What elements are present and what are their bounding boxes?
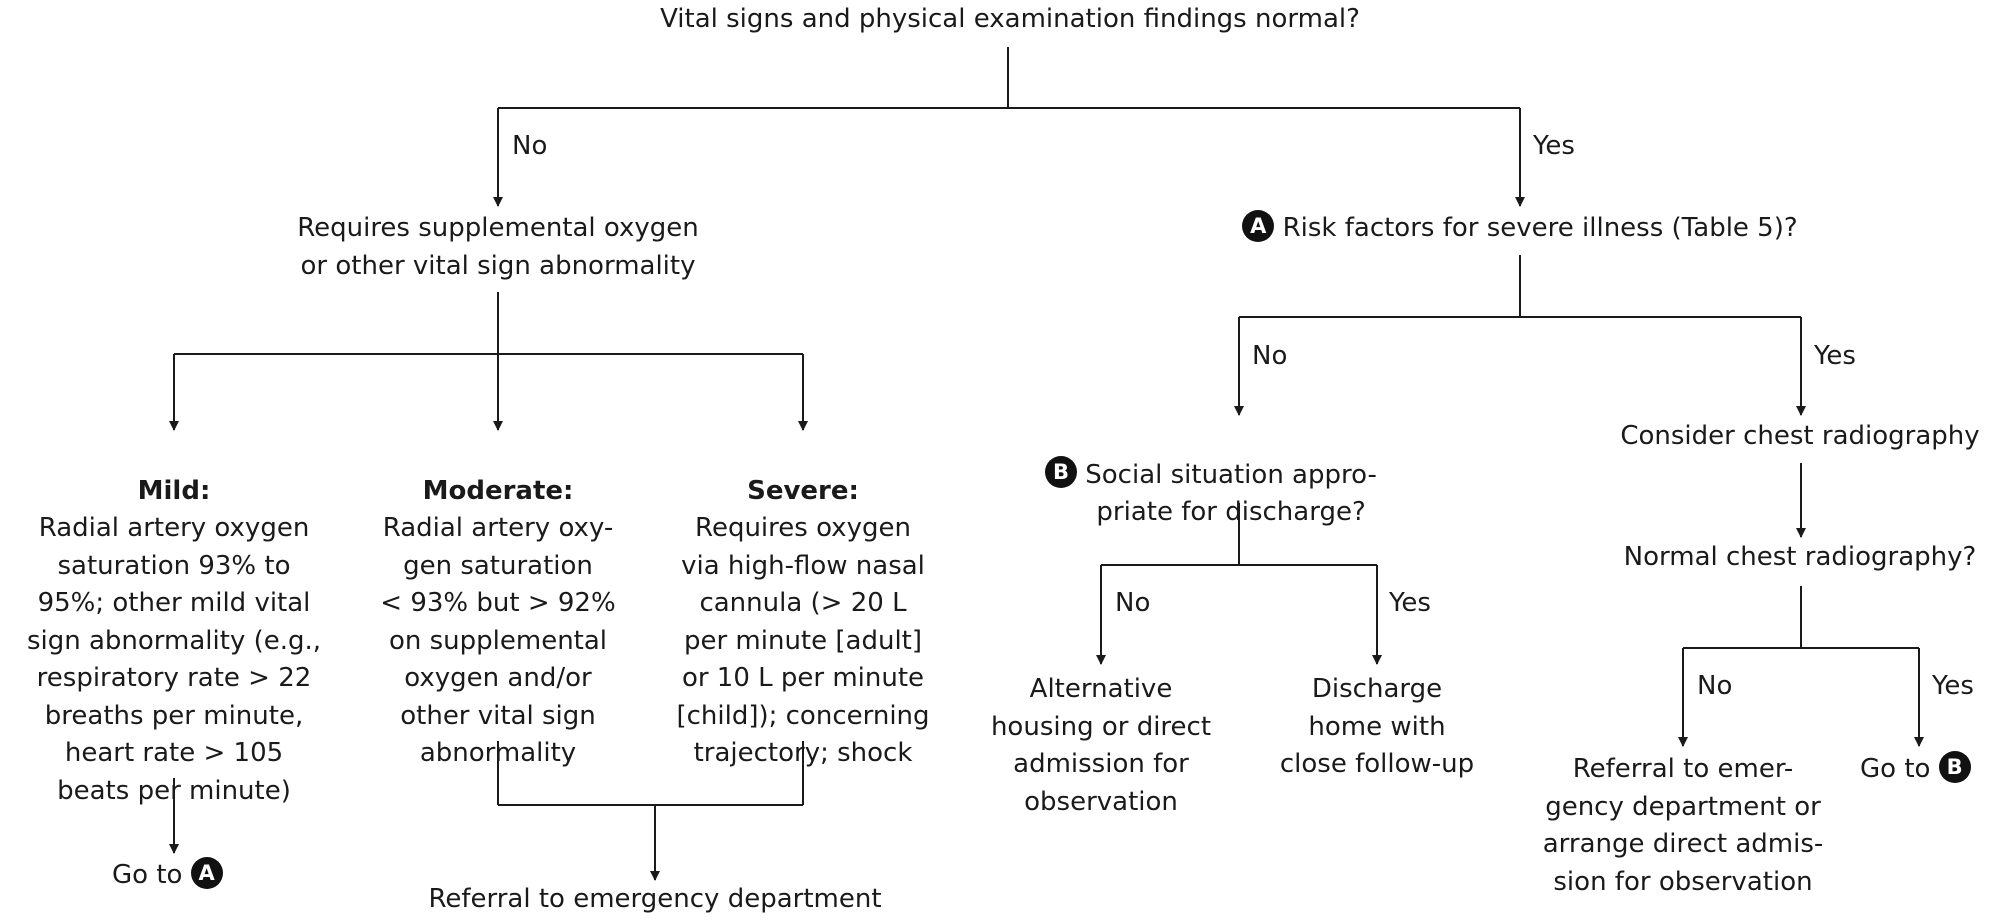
- badge-a-icon: A: [1242, 209, 1275, 242]
- referral-admission-node: Referral to emer- gency department or ar…: [1542, 754, 1824, 897]
- label-no-risk: No: [1252, 341, 1288, 371]
- mild-heading: Mild:: [137, 475, 211, 506]
- label-yes-risk: Yes: [1814, 341, 1856, 371]
- severe-text: Requires oxygen via high-flow nasal cann…: [676, 513, 930, 768]
- discharge-home-node: Discharge home with close follow-up: [1279, 674, 1475, 779]
- goto-b-node: Go to B: [1860, 750, 1971, 789]
- label-yes-social: Yes: [1389, 588, 1431, 618]
- goto-a-node: Go to A: [112, 856, 223, 895]
- severe-heading: Severe:: [747, 475, 859, 506]
- mild-text: Radial artery oxygen saturation 93% to 9…: [26, 513, 322, 806]
- requires-oxygen-node: Requires supplemental oxygen or other vi…: [297, 213, 699, 281]
- moderate-heading: Moderate:: [422, 475, 574, 506]
- goto-b-text: Go to: [1860, 754, 1931, 784]
- label-no-chest: No: [1697, 671, 1733, 701]
- risk-factors-question: Risk factors for severe illness (Table 5…: [1282, 213, 1798, 243]
- alternative-housing-node: Alternative housing or direct admission …: [990, 674, 1212, 817]
- vital-signs-question: Vital signs and physical examination fin…: [660, 4, 1360, 34]
- moderate-text: Radial artery oxy- gen saturation < 93% …: [380, 513, 616, 768]
- moderate-node: Moderate: Radial artery oxy- gen saturati…: [358, 435, 638, 773]
- badge-a-icon: A: [190, 856, 223, 889]
- consider-chest-node: Consider chest radiography: [1620, 421, 1980, 451]
- label-no-vital: No: [512, 131, 548, 161]
- risk-factors-node: A Risk factors for severe illness (Table…: [1200, 209, 1840, 248]
- label-yes-chest: Yes: [1932, 671, 1974, 701]
- referral-ed-node: Referral to emergency department: [428, 884, 882, 914]
- mild-node: Mild: Radial artery oxygen saturation 93%…: [14, 435, 334, 810]
- label-yes-vital: Yes: [1533, 131, 1575, 161]
- normal-chest-node: Normal chest radiography?: [1623, 542, 1977, 572]
- social-node: B Social situation appro- priate for dis…: [1045, 419, 1445, 569]
- goto-a-text: Go to: [112, 860, 183, 890]
- badge-b-icon: B: [1045, 456, 1077, 488]
- badge-b-icon: B: [1938, 750, 1971, 783]
- social-question: Social situation appro- priate for disch…: [1085, 459, 1377, 528]
- severe-node: Severe: Requires oxygen via high-flow nas…: [658, 435, 948, 773]
- label-no-social: No: [1115, 588, 1151, 618]
